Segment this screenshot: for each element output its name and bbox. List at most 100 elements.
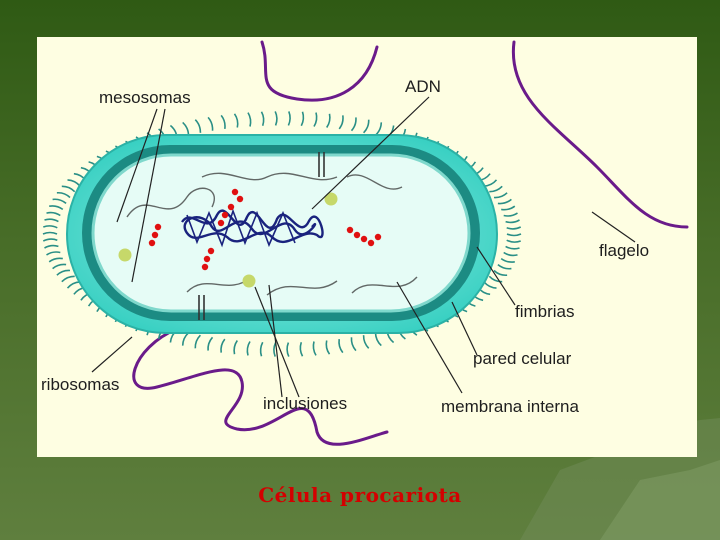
fimbria [299, 341, 304, 357]
label-inclusiones: inclusiones [263, 394, 347, 413]
label-ribosomas: ribosomas [41, 375, 119, 394]
fimbria [506, 239, 521, 243]
fimbria [500, 257, 515, 263]
fimbria [42, 231, 58, 235]
diagram-panel: mesosomas ADN flagelo fimbrias pared cel… [37, 37, 697, 457]
fimbria [67, 179, 81, 187]
fimbria [506, 233, 522, 237]
fimbria [246, 341, 251, 356]
fimbria [287, 111, 291, 126]
fimbria [363, 119, 370, 134]
fimbria [350, 117, 357, 132]
ribosome [360, 235, 368, 243]
ribosome [231, 188, 239, 196]
fimbria [505, 245, 520, 250]
fimbria [501, 205, 516, 211]
fimbria [66, 281, 81, 289]
dna-strand [186, 208, 296, 248]
fimbria [194, 334, 201, 349]
ribosome [201, 263, 209, 271]
fimbria [273, 342, 277, 357]
fimbria [483, 281, 497, 289]
inclusion [324, 192, 338, 206]
fimbria [61, 275, 75, 283]
label-mesosomas: mesosomas [99, 88, 191, 107]
ribosome [203, 255, 211, 263]
ribosome [154, 223, 162, 231]
label-adn: ADN [405, 77, 441, 96]
mesosome-folds [126, 172, 418, 296]
fimbria [338, 115, 344, 130]
fimbria [493, 269, 508, 277]
fimbria [61, 185, 76, 193]
fimbria [374, 122, 383, 136]
fimbria [44, 218, 59, 223]
fimbria [247, 112, 252, 127]
fimbria [374, 332, 382, 347]
label-pared-celular: pared celular [473, 349, 572, 368]
inclusion [118, 248, 132, 262]
fimbria [259, 341, 264, 357]
fimbria [260, 111, 265, 127]
ribosome [367, 239, 375, 247]
fimbria [42, 238, 58, 242]
fimbria [483, 179, 498, 187]
fimbria [493, 192, 508, 199]
fimbria [326, 113, 331, 128]
ribosome [353, 231, 361, 239]
label-flagelo: flagelo [599, 241, 649, 260]
fimbria [46, 251, 61, 256]
fimbria [52, 263, 67, 270]
ribosome [151, 231, 159, 239]
fimbria [503, 251, 518, 257]
ribosome [217, 219, 225, 227]
fimbria [350, 337, 357, 352]
fimbria [56, 191, 71, 199]
fimbria [274, 111, 278, 126]
cytoplasm [91, 153, 471, 313]
fimbria [194, 119, 202, 133]
fimbria [325, 340, 331, 355]
fimbria [182, 121, 190, 136]
fimbria [312, 341, 317, 356]
prokaryotic-cell-diagram: mesosomas ADN flagelo fimbrias pared cel… [41, 40, 689, 446]
leader-lines [91, 96, 636, 398]
dna [181, 209, 324, 244]
inclusion [242, 274, 256, 288]
flagellum [132, 40, 689, 446]
fimbria [300, 111, 305, 127]
fimbria [233, 340, 238, 355]
fimbria [286, 342, 290, 357]
fimbria [220, 114, 226, 130]
fimbria [488, 275, 503, 283]
fimbria [46, 211, 61, 217]
fimbria [489, 185, 503, 193]
label-membrana-interna: membrana interna [441, 397, 580, 416]
fimbria [338, 338, 344, 354]
fimbria [207, 336, 214, 351]
label-fimbrias: fimbrias [515, 302, 575, 321]
fimbria [233, 113, 239, 128]
fimbria [181, 332, 190, 346]
membrane-channels [198, 152, 325, 320]
fimbria [48, 257, 63, 263]
ribosome [207, 247, 215, 255]
ribosome [374, 233, 382, 241]
fimbria [44, 244, 59, 249]
ribosome [236, 195, 244, 203]
fimbria [313, 112, 318, 127]
fimbria [497, 263, 512, 270]
ribosome [227, 203, 235, 211]
fimbria [497, 198, 512, 205]
slide-caption: Célula procariota [258, 483, 462, 507]
fimbria [49, 205, 64, 211]
fimbria [56, 269, 71, 276]
fimbria [52, 198, 67, 205]
ribosomes [148, 188, 382, 271]
ribosome [221, 211, 229, 219]
fimbria [503, 212, 518, 217]
fimbria [506, 226, 522, 230]
ribosome [148, 239, 156, 247]
fimbria [43, 225, 58, 229]
fimbria [505, 219, 520, 224]
